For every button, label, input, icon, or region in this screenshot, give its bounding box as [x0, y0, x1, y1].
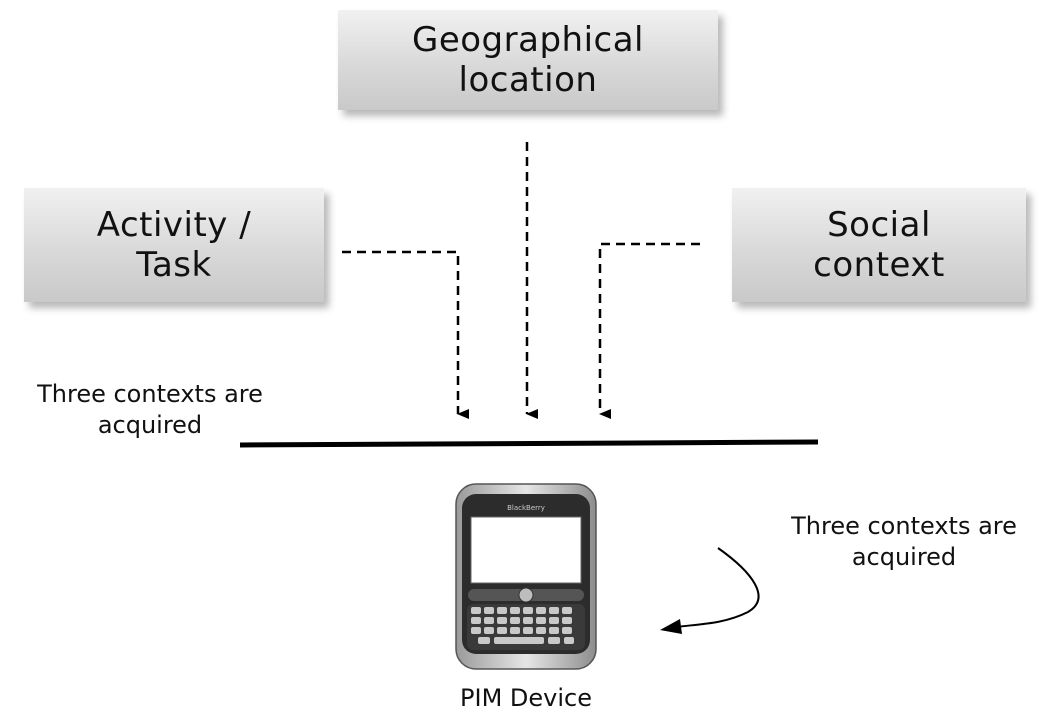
right-note: Three contexts are acquired: [791, 512, 1017, 571]
left-note: Three contexts are acquired: [37, 380, 263, 439]
geographical-location-label: Geographical location: [411, 20, 644, 100]
acquisition-line: [239, 439, 819, 448]
smartphone-icon: BlackBerry: [455, 483, 597, 670]
social-arrow: [598, 242, 700, 419]
social-context-box: Social context: [732, 188, 1026, 302]
social-context-label: Social context: [813, 205, 945, 285]
geographical-location-box: Geographical location: [338, 10, 718, 110]
curved-arrow-head: [660, 619, 682, 634]
curved-arrow: [675, 547, 760, 628]
activity-task-label: Activity / Task: [96, 205, 252, 285]
device-caption: PIM Device: [460, 684, 592, 712]
phone-brand: BlackBerry: [507, 504, 545, 512]
activity-arrow: [342, 250, 469, 419]
activity-task-box: Activity / Task: [24, 188, 324, 302]
